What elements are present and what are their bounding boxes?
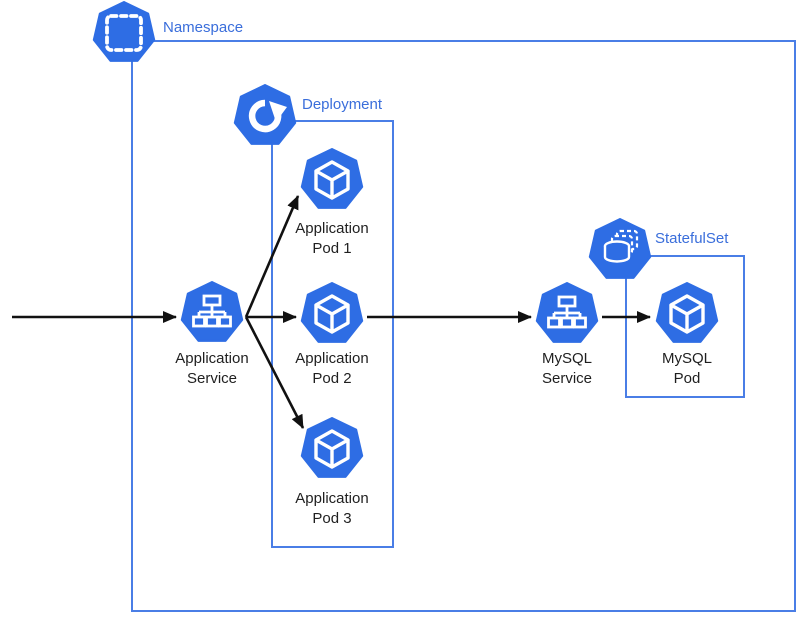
- application-service-label: Application Service: [175, 350, 249, 387]
- application-pod-3-icon: [300, 417, 364, 478]
- deployment-label: Deployment: [302, 96, 383, 113]
- application-pod-3-label: Application Pod 3: [295, 490, 369, 527]
- namespace-boundary-box: [131, 40, 796, 612]
- application-pod-1-icon: [300, 148, 364, 209]
- application-pod-2-icon: [300, 282, 364, 343]
- application-pod-2-label: Application Pod 2: [295, 350, 369, 387]
- mysql-pod-label: MySQL Pod: [661, 350, 712, 387]
- mysql-pod-icon: [655, 282, 719, 343]
- mysql-service-label: MySQL Service: [541, 350, 593, 387]
- statefulset-icon: [588, 218, 652, 279]
- mysql-service-icon: [535, 282, 599, 343]
- statefulset-boundary-box: [625, 255, 745, 398]
- deployment-icon: [233, 84, 297, 145]
- namespace-icon: [92, 1, 156, 62]
- application-pod-1-label: Application Pod 1: [295, 220, 369, 257]
- namespace-label: Namespace: [163, 19, 244, 36]
- application-service-icon: [180, 281, 244, 342]
- statefulset-label: StatefulSet: [655, 230, 729, 247]
